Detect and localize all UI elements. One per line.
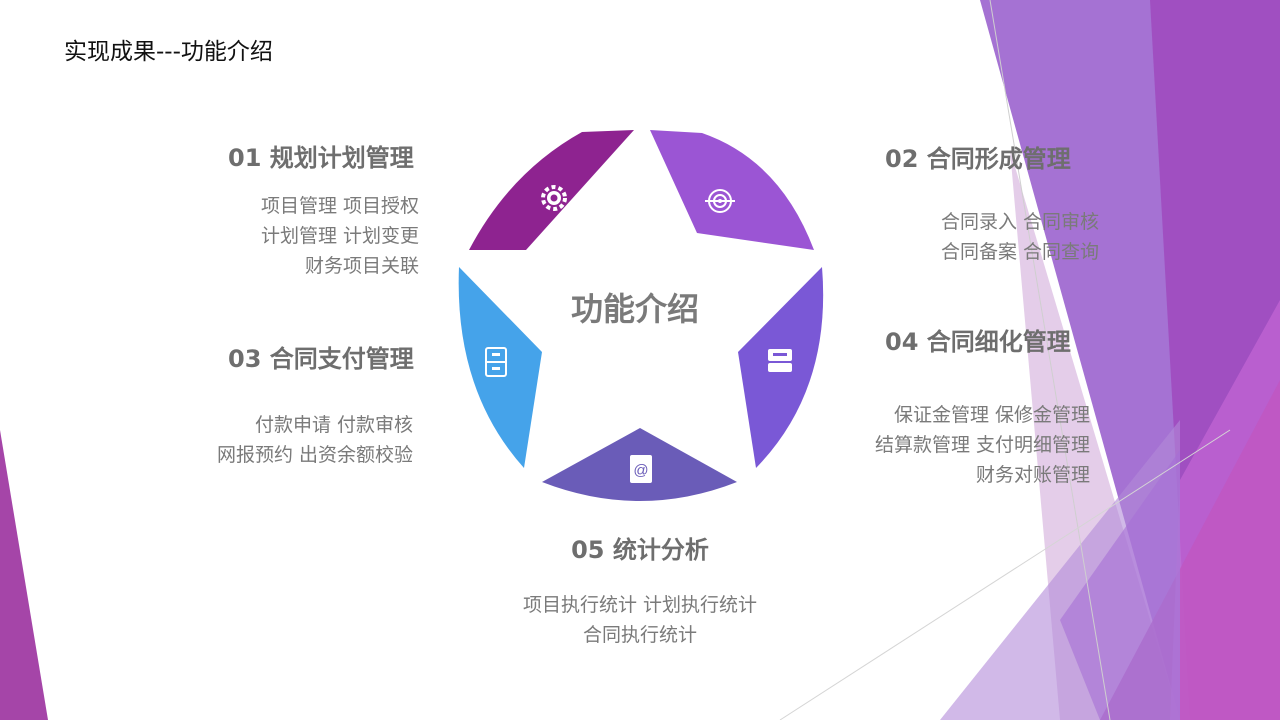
heading-04: 04 合同细化管理 [885,328,1071,356]
desc-01: 项目管理 项目授权 计划管理 计划变更 财务项目关联 [261,191,419,281]
desc-02-line-1: 合同录入 合同审核 [940,211,1099,233]
desc-01-line-2: 计划管理 计划变更 [260,225,419,247]
desc-04-line-2: 结算款管理 支付明细管理 [874,434,1090,456]
slide-title: 实现成果---功能介绍 [64,39,273,65]
gear-icon [541,185,567,211]
svg-text:@: @ [633,462,648,479]
segment-02 [650,130,814,250]
desc-03-line-1: 付款申请 付款审核 [254,414,413,436]
desc-02: 合同录入 合同审核 合同备案 合同查询 [941,207,1099,267]
desc-01-line-3: 财务项目关联 [304,255,419,277]
heading-02: 02 合同形成管理 [885,145,1071,173]
cabinet-icon [485,347,507,377]
desc-05-line-1: 项目执行统计 计划执行统计 [522,594,758,616]
desc-03-line-2: 网报预约 出资余额校验 [216,444,413,466]
desc-01-line-1: 项目管理 项目授权 [260,195,419,217]
heading-03: 03 合同支付管理 [228,345,414,373]
segment-03 [458,267,542,468]
printer-icon [768,349,792,372]
desc-04: 保证金管理 保修金管理 结算款管理 支付明细管理 财务对账管理 [875,400,1090,490]
desc-04-line-1: 保证金管理 保修金管理 [893,404,1090,426]
desc-04-line-3: 财务对账管理 [975,464,1090,486]
heading-01: 01 规划计划管理 [228,144,414,172]
target-icon [705,189,735,213]
heading-05: 05 统计分析 [571,536,709,564]
email-book-icon: @ [630,455,652,483]
center-title: 功能介绍 [570,290,699,328]
segment-01 [469,130,634,250]
desc-05: 项目执行统计 计划执行统计 合同执行统计 [470,590,810,650]
desc-05-line-2: 合同执行统计 [582,624,697,646]
desc-02-line-2: 合同备案 合同查询 [940,241,1099,263]
desc-03: 付款申请 付款审核 网报预约 出资余额校验 [217,410,413,470]
